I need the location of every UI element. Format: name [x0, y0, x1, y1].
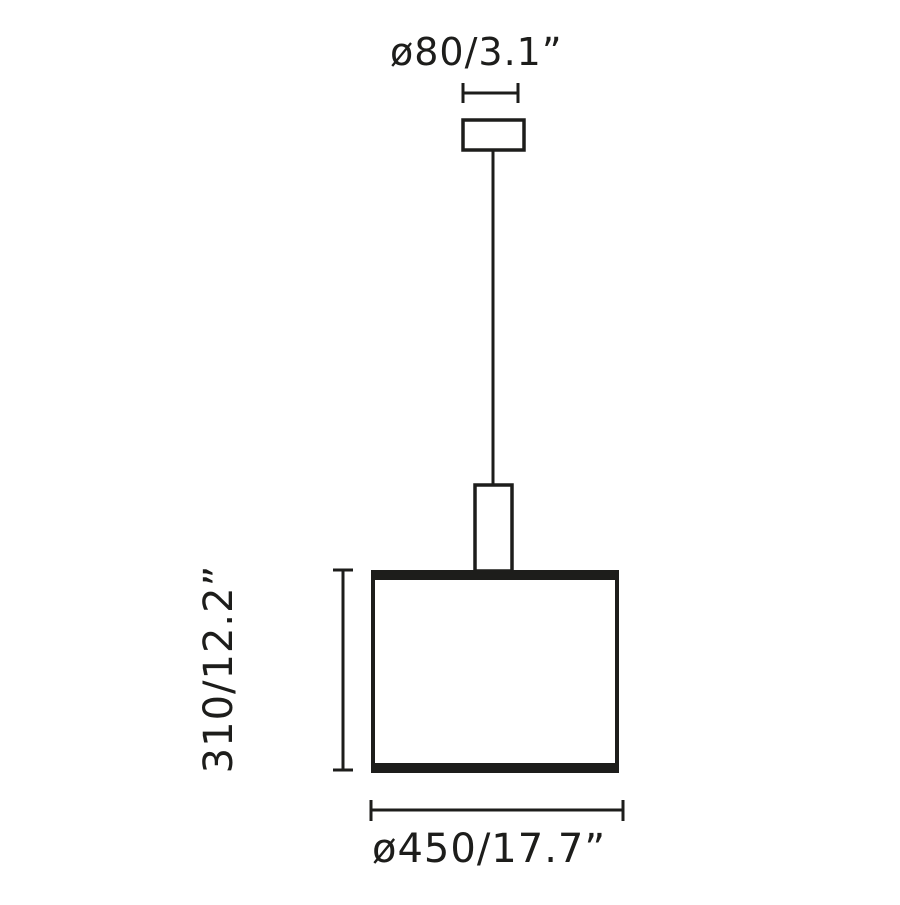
- canopy-diameter-label: ø80/3.1”: [390, 30, 563, 74]
- width-dimension-line: [369, 800, 625, 821]
- shade-diameter-label: ø450/17.7”: [372, 826, 607, 872]
- shade-height-label: 310/12.2”: [196, 564, 242, 774]
- ceiling-canopy: [461, 118, 526, 152]
- lamp-holder: [473, 483, 514, 573]
- lamp-shade: [371, 571, 619, 773]
- shade-bottom-band: [371, 763, 619, 773]
- shade-top-band: [371, 570, 619, 580]
- height-dimension-line: [333, 568, 353, 772]
- canopy-dimension-line: [461, 83, 520, 103]
